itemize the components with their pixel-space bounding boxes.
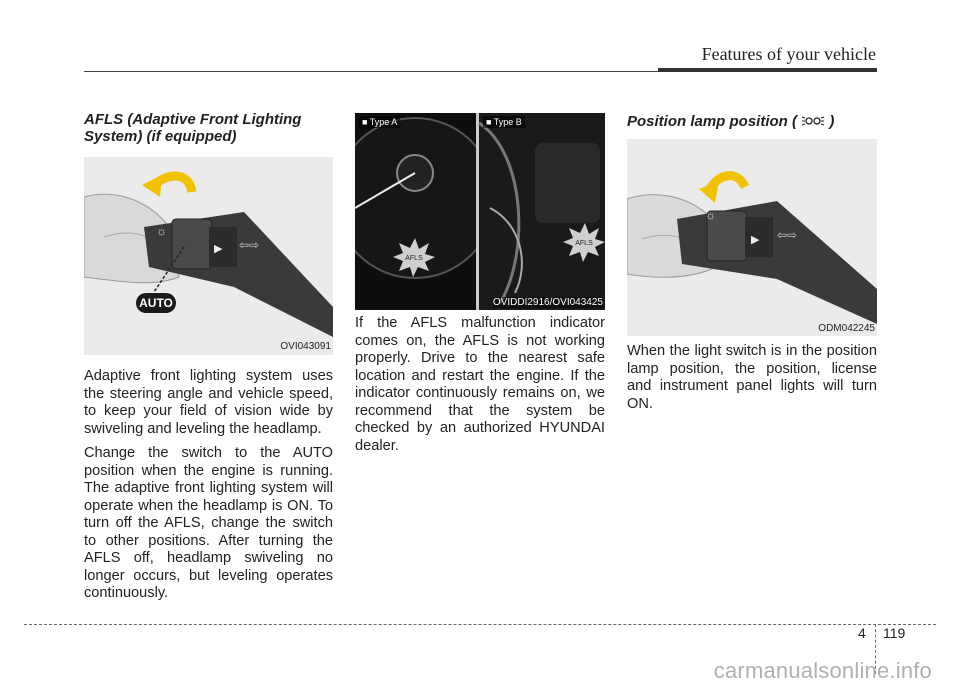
position-lamp-figure: ☼ ▶ ⇦⇨ ODM042245 <box>627 139 877 336</box>
svg-text:☼: ☼ <box>705 208 716 222</box>
chapter-number: 4 <box>858 625 866 641</box>
position-lamp-heading-suffix: ) <box>829 113 835 130</box>
position-lamp-icon <box>802 116 825 126</box>
figure-caption-middle: OVIDDI2916/OVI043425 <box>492 297 603 308</box>
afls-switch-figure: ☼ ▶ ⇦⇨ AUTO OVI043091 <box>84 157 333 355</box>
middle-paragraph-1: If the AFLS malfunction indicator comes … <box>355 315 605 454</box>
header-rule-accent <box>658 68 877 72</box>
middle-body-text: If the AFLS malfunction indicator comes … <box>355 315 605 462</box>
figure-caption-right: ODM042245 <box>818 323 875 334</box>
afls-heading: AFLS (Adaptive Front Lighting System) (i… <box>84 111 302 145</box>
light-switch-illustration: ☼ ▶ ⇦⇨ <box>627 139 877 336</box>
afls-indicator-figure: AFLS AFLS ■ Type A ■ Type B OVIDDI2916/O… <box>355 113 605 310</box>
right-body-text: When the light switch is in the position… <box>627 343 877 420</box>
header-section-title: Features of your vehicle <box>701 44 876 64</box>
position-lamp-heading: Position lamp position ( ) <box>627 113 877 130</box>
type-b-label: ■ Type B <box>483 116 525 128</box>
afls-indicator-b: AFLS <box>563 223 605 262</box>
afls-indicator-a: AFLS <box>393 238 435 277</box>
afls-switch-illustration: ☼ ▶ ⇦⇨ AUTO <box>84 157 333 355</box>
svg-text:⇦⇨: ⇦⇨ <box>777 228 797 242</box>
svg-text:AFLS: AFLS <box>405 255 423 262</box>
svg-text:⇦⇨: ⇦⇨ <box>239 238 259 252</box>
left-body-text: Adaptive front lighting system uses the … <box>84 368 333 610</box>
page-number: 119 <box>883 625 906 641</box>
svg-text:☼: ☼ <box>156 224 167 238</box>
left-paragraph-1: Adaptive front lighting system uses the … <box>84 368 333 437</box>
footer-rule <box>24 624 936 625</box>
figure-caption-left: OVI043091 <box>280 341 331 352</box>
svg-text:▶: ▶ <box>214 243 223 255</box>
svg-text:▶: ▶ <box>751 234 760 246</box>
footer-divider <box>875 624 876 674</box>
header-rule <box>84 71 660 72</box>
type-a-label: ■ Type A <box>359 116 401 128</box>
auto-badge: AUTO <box>139 296 173 310</box>
left-paragraph-2: Change the switch to the AUTO position w… <box>84 445 333 601</box>
right-paragraph-1: When the light switch is in the position… <box>627 343 877 412</box>
instrument-cluster-illustration: AFLS AFLS <box>355 113 605 310</box>
svg-text:AFLS: AFLS <box>575 240 593 247</box>
position-lamp-heading-prefix: Position lamp position ( <box>627 113 797 130</box>
watermark: carmanualsonline.info <box>713 658 932 683</box>
